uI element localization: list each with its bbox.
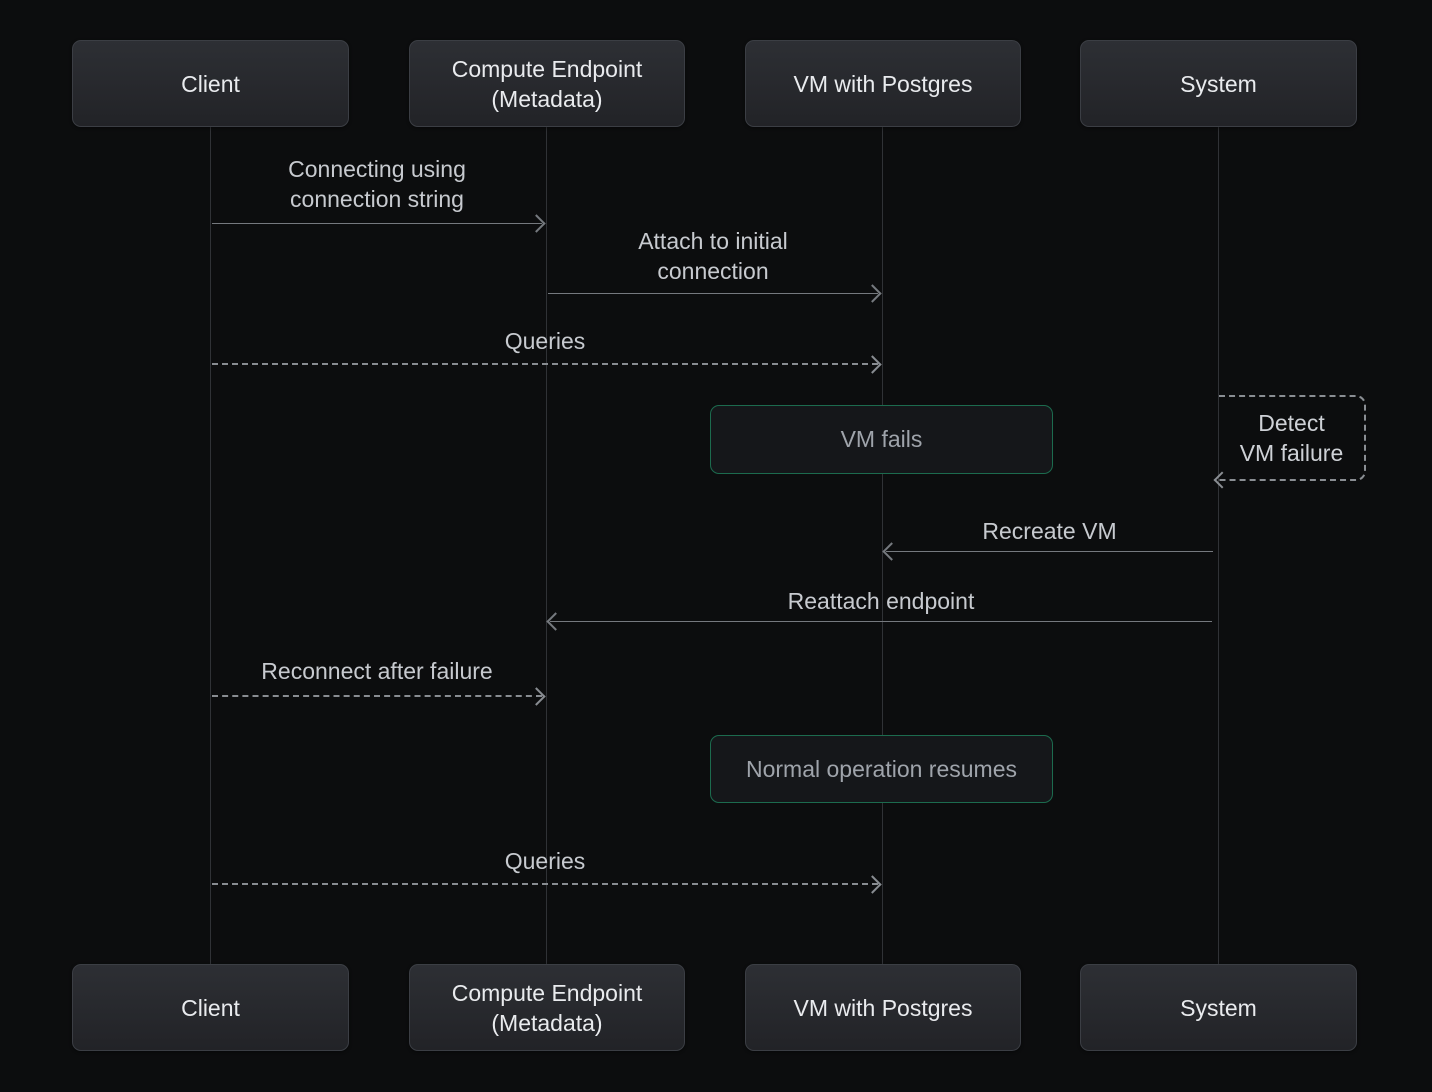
actor-compute-endpoint-bottom: Compute Endpoint (Metadata) bbox=[409, 964, 685, 1051]
message-label-queries-1: Queries bbox=[504, 328, 586, 354]
lifeline-client bbox=[210, 127, 211, 964]
actor-client-top: Client bbox=[72, 40, 349, 127]
arrow-queries-1 bbox=[212, 363, 878, 365]
arrow-reattach bbox=[550, 621, 1212, 622]
actor-vm-postgres-bottom: VM with Postgres bbox=[745, 964, 1021, 1051]
message-label-queries-2: Queries bbox=[504, 848, 586, 874]
arrow-attach bbox=[548, 293, 878, 294]
actor-vm-postgres-top: VM with Postgres bbox=[745, 40, 1021, 127]
arrow-reconnect bbox=[212, 695, 542, 697]
message-label-reconnect: Reconnect after failure bbox=[261, 658, 493, 684]
arrow-connecting bbox=[212, 223, 542, 224]
state-vm-fails: VM fails bbox=[710, 405, 1053, 474]
arrow-queries-2 bbox=[212, 883, 878, 885]
message-label-recreate-vm: Recreate VM bbox=[982, 518, 1117, 544]
message-label-attach: Attach to initial connection bbox=[638, 228, 788, 284]
message-label-connecting: Connecting using connection string bbox=[288, 156, 466, 212]
lifeline-system bbox=[1218, 127, 1219, 964]
state-normal-operation: Normal operation resumes bbox=[710, 735, 1053, 803]
lifeline-vm-postgres bbox=[882, 127, 883, 964]
actor-client-bottom: Client bbox=[72, 964, 349, 1051]
lifeline-compute-endpoint bbox=[546, 127, 547, 964]
message-label-reattach: Reattach endpoint bbox=[787, 588, 975, 614]
actor-compute-endpoint-top: Compute Endpoint (Metadata) bbox=[409, 40, 685, 127]
arrow-recreate-vm bbox=[886, 551, 1213, 552]
actor-system-bottom: System bbox=[1080, 964, 1357, 1051]
note-detect-vm-failure: Detect VM failure bbox=[1219, 395, 1366, 481]
actor-system-top: System bbox=[1080, 40, 1357, 127]
